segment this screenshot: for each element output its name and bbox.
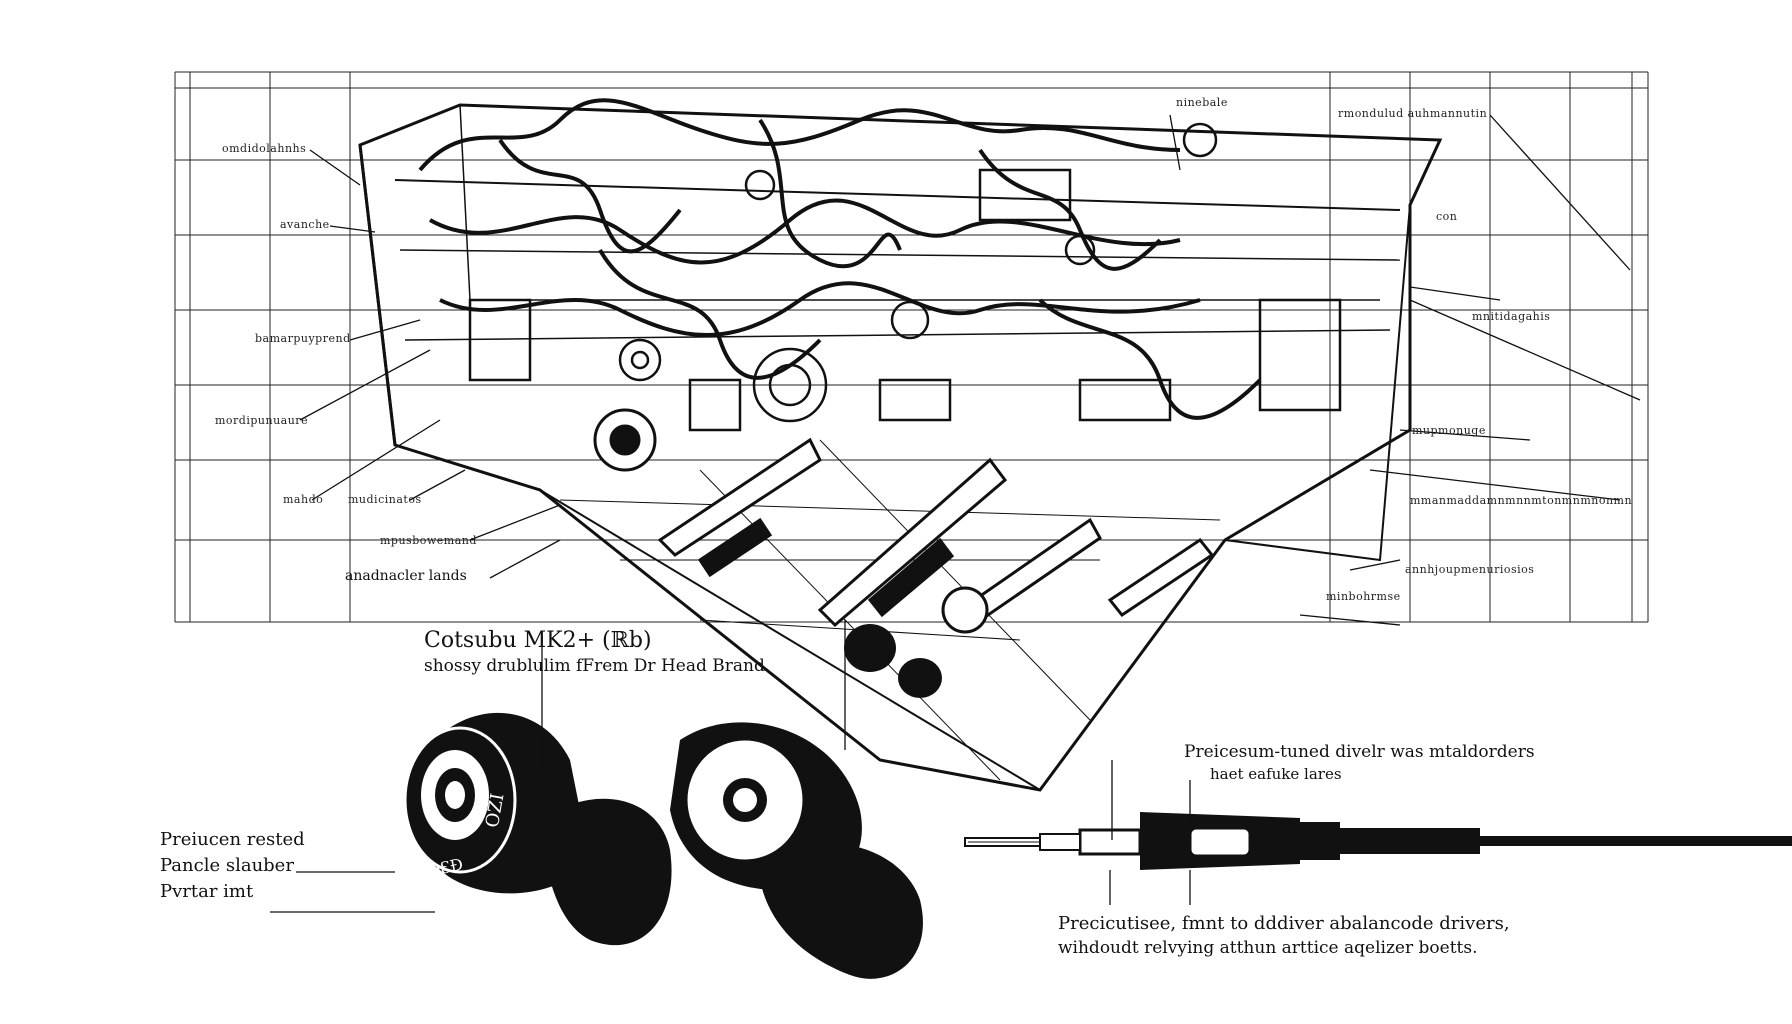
callout-right-6: mmanmaddamnmnnmtonmnmnonmn: [1410, 494, 1633, 507]
earphone-housing-cutaway: [358, 103, 1443, 792]
product-subtitle: shossy drublulim fFrem Dr Head Brand: [424, 656, 765, 676]
callout-leader-lines: [299, 114, 1641, 626]
callout-left-5: mahdo: [283, 493, 324, 506]
callout-left-6: mudicinatos: [348, 493, 422, 506]
callout-left-3: bamarpuyprend: [255, 332, 351, 345]
callout-left-7: mpusbowemand: [380, 534, 477, 547]
earbud-note-1: Preiucen rested: [160, 829, 305, 850]
housing-components: [468, 122, 1342, 432]
earbud-note-2: Pancle slauber: [160, 855, 294, 876]
product-leader-lines: [270, 620, 1191, 913]
callout-right-2: rmondulud auhmannutin: [1338, 107, 1488, 120]
callout-right-5: mupmonuge: [1412, 424, 1486, 437]
callout-right-1: ninebale: [1176, 96, 1228, 109]
cable-note-bottom-1: Precicutisee, fmnt to dddiver abalancode…: [1058, 913, 1510, 934]
callout-left-8: anadnacler lands: [345, 568, 467, 584]
callout-right-7: annhjoupmenuriosios: [1405, 563, 1535, 576]
cable-note-bottom-2: wihdoudt relvying atthun arttice aqelize…: [1058, 938, 1478, 958]
earbud-left: [403, 712, 672, 946]
product-title: Cotsubu MK2+ (ℝb): [424, 628, 652, 653]
internal-wiring: [418, 98, 1262, 420]
callout-right-8: minbohrmse: [1326, 590, 1401, 603]
floor-connectors: [593, 408, 1215, 634]
earbud-right: [670, 722, 923, 979]
callout-left-4: mordipunuaure: [215, 414, 309, 427]
audio-cable-with-jack: [964, 812, 1792, 870]
callout-right-4: mnitidagahis: [1472, 310, 1551, 323]
callout-right-3: con: [1436, 210, 1458, 223]
earbud-note-3: Pvrtar imt: [160, 881, 254, 902]
callout-left-2: avanche: [280, 218, 330, 231]
ear-tips-small: [844, 624, 942, 698]
cable-note-top-1: Preicesum-tuned divelr was mtaldorders: [1184, 742, 1535, 762]
callout-left-1: omdidolahnhs: [222, 142, 307, 155]
blueprint-grid: [174, 71, 1649, 623]
cable-note-top-2: haet eafuke lares: [1210, 765, 1342, 783]
